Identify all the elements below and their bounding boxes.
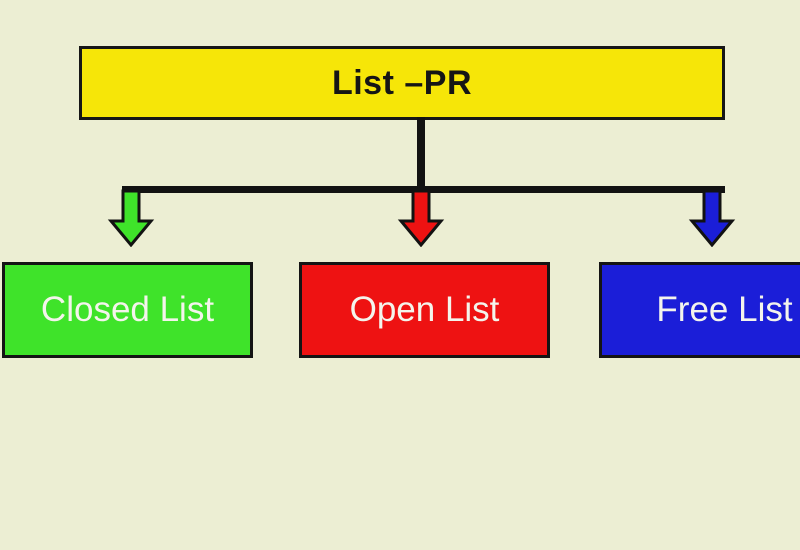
down-arrow-shape (107, 189, 155, 247)
leaf-node-label: Open List (349, 290, 500, 329)
leaf-node-label: Closed List (40, 290, 215, 329)
leaf-node-free-list: Free List (599, 262, 800, 358)
down-arrow-shape (688, 189, 736, 247)
leaf-node-label: Free List (656, 290, 793, 329)
down-arrow-shape (397, 189, 445, 247)
down-arrow-icon-green (107, 189, 155, 247)
leaf-node-open-list: Open List (299, 262, 550, 358)
root-node-label: List –PR (331, 63, 473, 102)
down-arrow-icon-red (397, 189, 445, 247)
leaf-node-closed-list: Closed List (2, 262, 253, 358)
root-node-list-pr: List –PR (79, 46, 725, 120)
connector-vertical-line (417, 117, 425, 193)
down-arrow-icon-blue (688, 189, 736, 247)
